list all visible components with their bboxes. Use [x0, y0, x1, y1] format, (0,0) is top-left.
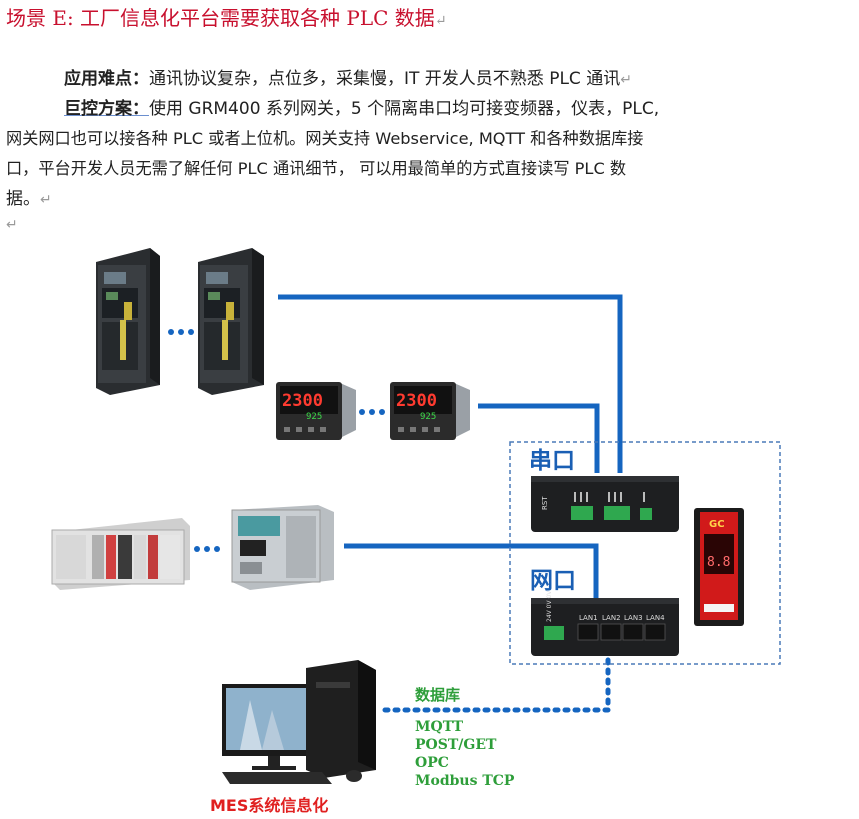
- protocol-mqtt: MQTT: [415, 719, 464, 735]
- s7-plc: [231, 505, 334, 590]
- solution-label: 巨控方案：: [64, 99, 149, 119]
- rack-plc: [51, 518, 190, 590]
- lan3-port-label: LAN3: [624, 614, 643, 622]
- protocol-opc: OPC: [415, 755, 449, 771]
- ethernet-port-label: 网口: [530, 568, 576, 594]
- temperature-meter-1: 2300 925: [276, 382, 356, 440]
- lan4-port-label: LAN4: [646, 614, 665, 622]
- solution-line-1: 巨控方案：使用 GRM400 系列网关，5 个隔离串口均可接变频器，仪表，PLC…: [64, 99, 660, 119]
- difficulty-paragraph: 应用难点：通讯协议复杂，点位多，采集慢，IT 开发人员不熟悉 PLC 通讯↵: [64, 69, 632, 89]
- solution-line-3: 口，平台开发人员无需了解任何 PLC 通讯细节， 可以用最简单的方式直接读写 P…: [6, 159, 627, 178]
- red-io-module: GC 8.8: [694, 508, 744, 626]
- empty-paragraph-mark: ↵: [6, 217, 18, 233]
- inverter-to-serial-line: [278, 294, 623, 473]
- protocol-modbus-tcp: Modbus TCP: [415, 773, 515, 789]
- frequency-inverter-1: [96, 248, 160, 395]
- temperature-meter-2: 2300 925: [390, 382, 470, 440]
- meter-to-serial-line: [478, 403, 600, 473]
- gateway-dashed-box: [509, 441, 781, 665]
- meter-2-display: 2300: [396, 391, 437, 411]
- plc-to-ethernet-line: [344, 543, 599, 598]
- protocol-list: MQTT POST/GET OPC Modbus TCP: [415, 719, 515, 789]
- gateway-to-mes-dotted-line: [382, 657, 611, 713]
- database-label: 数据库: [415, 686, 460, 704]
- module-display: 8.8: [707, 555, 730, 570]
- lan2-port-label: LAN2: [602, 614, 621, 622]
- mes-label: MES系统信息化: [210, 796, 328, 815]
- solution-line-4: 据。↵: [6, 189, 52, 209]
- solution-line-2: 网关网口也可以接各种 PLC 或者上位机。网关支持 Webservice, MQ…: [6, 129, 644, 148]
- difficulty-label: 应用难点：: [64, 69, 149, 89]
- mes-computer: [222, 660, 376, 784]
- ethernet-gateway: 24V 0V 0V LAN1 LAN2 LAN3 LAN4: [531, 590, 679, 656]
- serial-gateway-rst-label: RST: [541, 496, 549, 510]
- device-continuation-dots: [168, 329, 385, 552]
- meter-1-display: 2300: [282, 391, 323, 411]
- module-logo: GC: [709, 519, 725, 530]
- difficulty-text: 通讯协议复杂，点位多，采集慢，IT 开发人员不熟悉 PLC 通讯: [149, 69, 621, 89]
- scenario-heading: 场景 E: 工厂信息化平台需要获取各种 PLC 数据↵: [6, 6, 447, 30]
- protocol-post-get: POST/GET: [415, 737, 497, 753]
- serial-gateway: RST: [531, 476, 679, 532]
- frequency-inverter-2: [198, 248, 264, 395]
- meter-2-subdisplay: 925: [420, 412, 436, 422]
- lan1-port-label: LAN1: [579, 614, 598, 622]
- meter-1-subdisplay: 925: [306, 412, 322, 422]
- ethernet-gateway-power-label: 24V 0V 0V: [546, 590, 553, 622]
- connection-lines: [278, 294, 623, 713]
- serial-port-label: 串口: [529, 448, 575, 474]
